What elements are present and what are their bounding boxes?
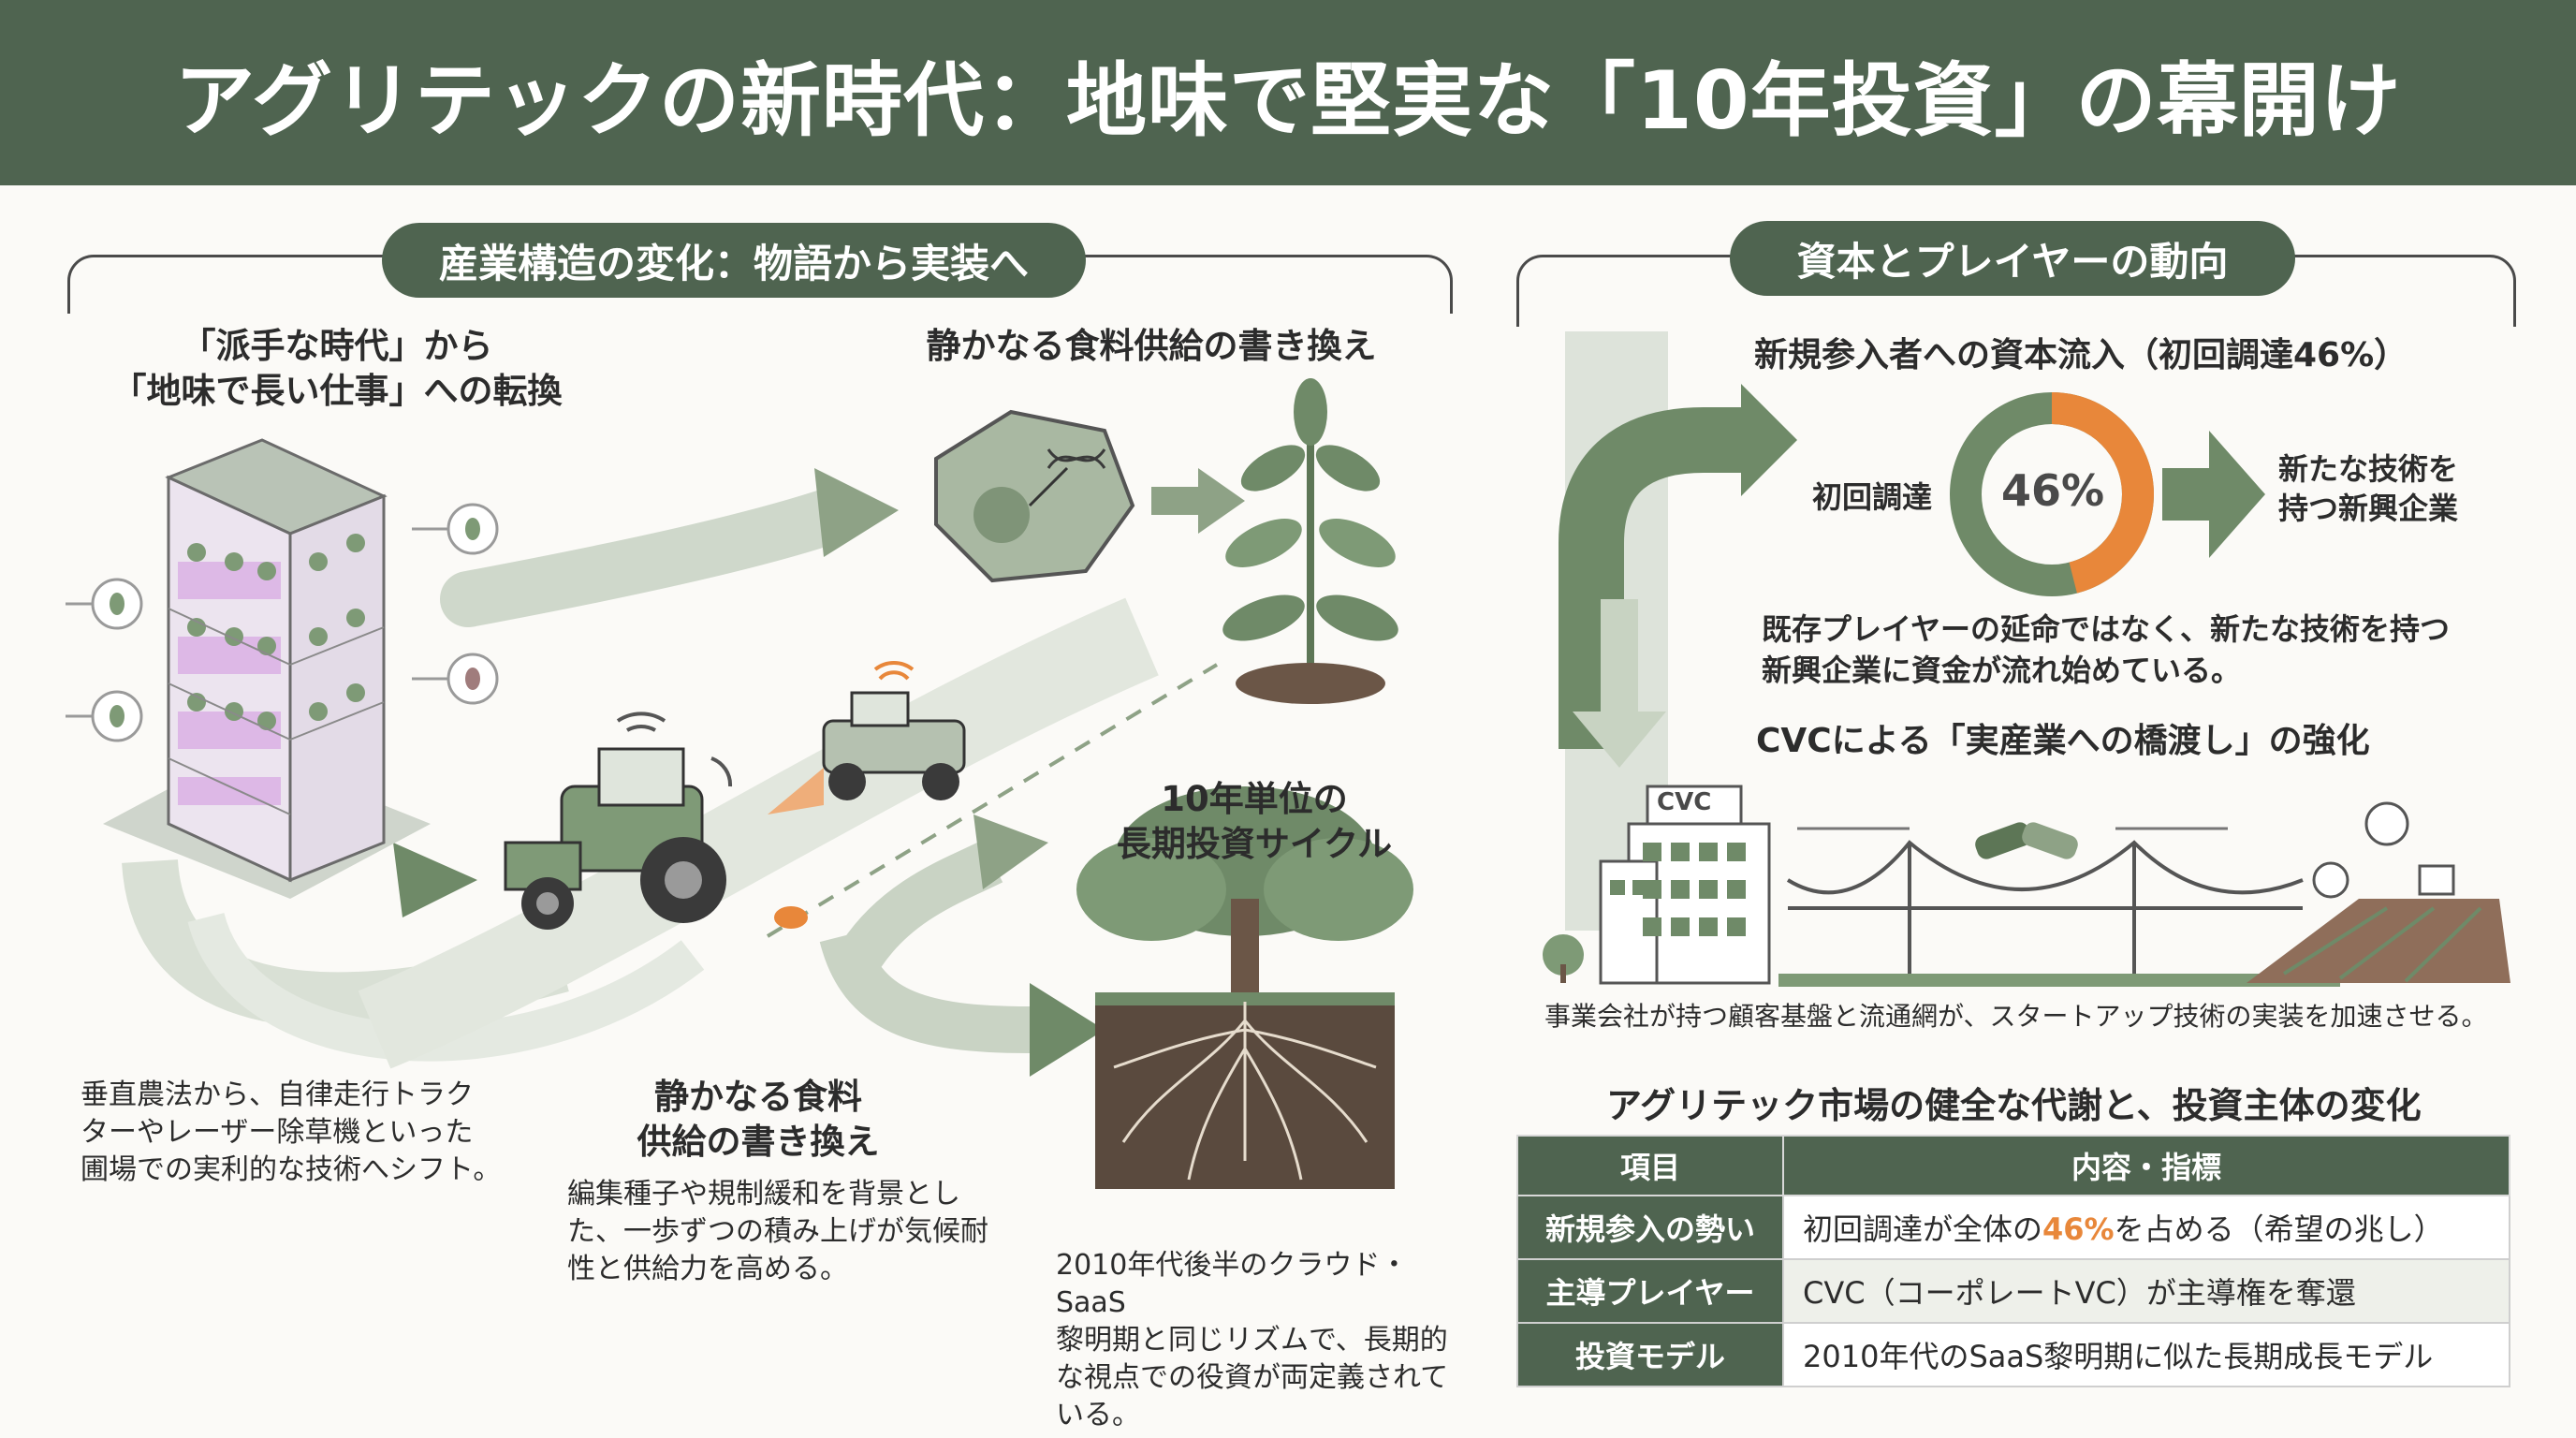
- rooted-tree: [1076, 786, 1413, 1189]
- value-pre: 初回調達が全体の: [1803, 1211, 2043, 1247]
- handshake-icon: [1975, 822, 2078, 859]
- cycle-heading: 10年単位の 長期投資サイクル: [1086, 777, 1423, 867]
- table-row-value: CVC（コーポレートVC）が主導権を奪還: [1782, 1258, 2510, 1324]
- table-row-key: 主導プレイヤー: [1516, 1258, 1784, 1324]
- page-title: アグリテックの新時代：地味で堅実な「10年投資」の幕開け: [0, 0, 2576, 185]
- value-highlight: 46%: [2042, 1211, 2115, 1247]
- laser-weeding-robot: [768, 660, 966, 929]
- table-row: 主導プレイヤー CVC（コーポレートVC）が主導権を奪還: [1516, 1258, 2510, 1324]
- inflow-text-line: 新興企業に資金が流れ始めている。: [1762, 653, 2242, 688]
- farm-field: [2247, 899, 2510, 983]
- table-row-key: 新規参入の勢い: [1516, 1195, 1784, 1260]
- flow-band: [358, 597, 1159, 1069]
- cell-to-plant-arrow: [1151, 468, 1245, 534]
- quiet-food-text-line: た、一歩ずつの積み上げが気候耐: [567, 1215, 988, 1248]
- right-section-title: 資本とプレイヤーの動向: [1730, 221, 2295, 296]
- market-table: 項目 内容・指標 新規参入の勢い 初回調達が全体の46%を占める（希望の兆し） …: [1516, 1135, 2510, 1387]
- shift-heading-line1: 「派手な時代」から: [181, 326, 493, 366]
- shift-heading: 「派手な時代」から 「地味で長い仕事」への転換: [75, 324, 599, 414]
- cvc-building-label: CVC: [1657, 788, 1712, 816]
- vertical-farm-tower: [103, 438, 431, 899]
- sprout-plant: [1222, 378, 1398, 704]
- sensor-icons: [66, 503, 499, 742]
- quiet-food-heading-line: 静かなる食料: [654, 1077, 862, 1117]
- flow-arrow-bottom-head: [1030, 983, 1105, 1077]
- vertical-farm-text: 垂直農法から、自律走行トラク ターやレーザー除草機といった 圃場での実利的な技術…: [80, 1077, 567, 1189]
- table-row-value: 2010年代のSaaS黎明期に似た長期成長モデル: [1782, 1322, 2510, 1387]
- donut-right-label: 新たな技術を 持つ新興企業: [2278, 449, 2458, 528]
- table-row-key: 投資モデル: [1516, 1322, 1784, 1387]
- table-title: アグリテック市場の健全な代謝と、投資主体の変化: [1606, 1085, 2422, 1126]
- table-header-content: 内容・指標: [1782, 1135, 2510, 1196]
- quiet-food-text-line: 編集種子や規制緩和を背景とし: [567, 1178, 960, 1211]
- cycle-text-line: 黎明期と同じリズムで、長期的: [1056, 1324, 1448, 1357]
- left-section-title: 産業構造の変化：物語から実装へ: [382, 223, 1086, 298]
- flow-arrow-low: [842, 840, 1003, 969]
- leaf-icons: [110, 518, 480, 727]
- cycle-heading-line: 長期投資サイクル: [1116, 824, 1393, 864]
- left-illustration: [66, 378, 1413, 1189]
- quiet-food-text: 編集種子や規制緩和を背景とし た、一歩ずつの積み上げが気候耐 性と供給力を高める…: [567, 1176, 1017, 1288]
- tractor: [504, 712, 733, 930]
- cycle-heading-line: 10年単位の: [1161, 779, 1348, 819]
- cycle-text-line: いる。: [1056, 1399, 1140, 1431]
- curved-up-arrow-head: [1741, 384, 1797, 496]
- donut-left-label: 初回調達: [1812, 479, 1933, 515]
- cvc-heading: CVCによる「実産業への橋渡し」の強化: [1756, 722, 2370, 760]
- edited-cell: [934, 409, 1135, 583]
- table-header-row: 項目 内容・指標: [1516, 1135, 2510, 1196]
- donut-right-arrow: [2162, 431, 2265, 558]
- donut-value-label: 46%: [2001, 465, 2105, 516]
- donut-segment: [1950, 392, 2154, 596]
- donut-right-label-line: 持つ新興企業: [2278, 491, 2459, 526]
- flow-arrow-low-head: [973, 814, 1048, 889]
- inflow-text: 既存プレイヤーの延命ではなく、新たな技術を持つ 新興企業に資金が流れ始めている。: [1762, 609, 2450, 691]
- table-row: 投資モデル 2010年代のSaaS黎明期に似た長期成長モデル: [1516, 1322, 2510, 1387]
- vertical-farm-text-line: 圃場での実利的な技術へシフト。: [80, 1153, 502, 1186]
- curved-up-arrow: [1559, 407, 1741, 749]
- vertical-farm-text-line: ターやレーザー除草機といった: [80, 1116, 474, 1149]
- inflow-text-line: 既存プレイヤーの延命ではなく、新たな技術を持つ: [1762, 611, 2451, 647]
- food-rewrite-heading: 静かなる食料供給の書き換え: [926, 326, 1377, 366]
- cycle-text-line: な視点での役資が両定義されて: [1056, 1361, 1449, 1394]
- flow-arrow-top-head: [814, 468, 899, 557]
- table-header-item: 項目: [1516, 1135, 1784, 1196]
- flow-arrow-bottom: [819, 930, 1031, 1053]
- inflow-heading: 新規参入者への資本流入（初回調達46%）: [1754, 336, 2408, 374]
- shift-heading-line2: 「地味で長い仕事」への転換: [111, 371, 563, 411]
- quiet-food-heading: 静かなる食料 供給の書き換え: [562, 1075, 955, 1165]
- tech-icons: [2312, 801, 2455, 899]
- table-row-value: 初回調達が全体の46%を占める（希望の兆し）: [1782, 1195, 2510, 1260]
- cycle-text-line: 2010年代後半のクラウド・SaaS: [1056, 1249, 1409, 1319]
- vertical-farm-text-line: 垂直農法から、自律走行トラク: [80, 1078, 474, 1111]
- right-flow-illustration: [1543, 331, 2510, 987]
- cycle-text: 2010年代後半のクラウド・SaaS 黎明期と同じリズムで、長期的 な視点での役…: [1056, 1247, 1468, 1434]
- flow-arrow-mid-head: [393, 843, 477, 917]
- quiet-food-heading-line: 供給の書き換え: [637, 1122, 880, 1162]
- value-post: を占める（希望の兆し）: [2114, 1211, 2444, 1247]
- down-arrow-head: [1573, 712, 1666, 768]
- flow-arrow-top: [440, 487, 861, 627]
- cvc-building: [1543, 785, 1771, 985]
- suspension-bridge: [1786, 840, 2304, 974]
- table-row: 新規参入の勢い 初回調達が全体の46%を占める（希望の兆し）: [1516, 1195, 2510, 1260]
- donut-right-label-line: 新たな技術を: [2278, 451, 2459, 487]
- cvc-text: 事業会社が持つ顧客基盤と流通網が、スタートアップ技術の実装を加速させる。: [1544, 1001, 2488, 1032]
- quiet-food-text-line: 性と供給力を高める。: [567, 1253, 848, 1285]
